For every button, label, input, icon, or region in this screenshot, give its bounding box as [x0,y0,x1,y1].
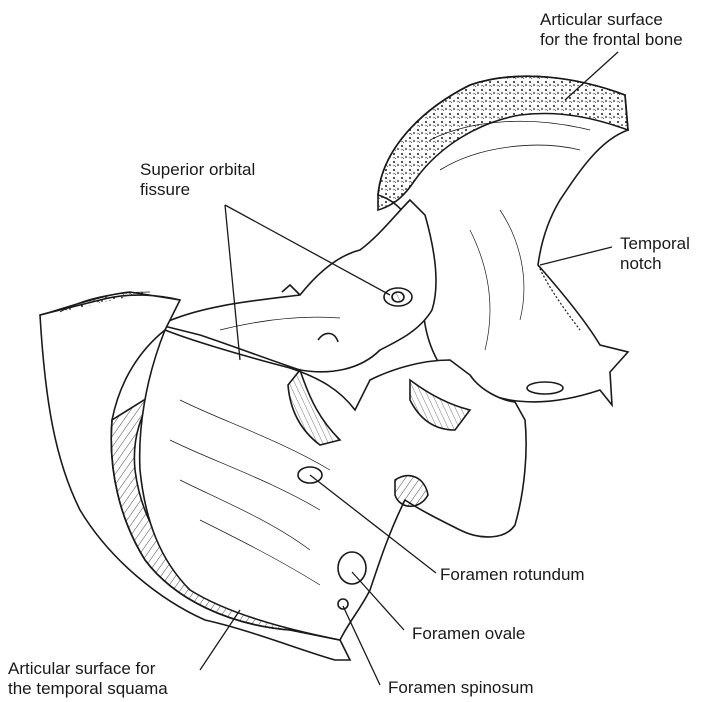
leader-spinosum [343,606,380,685]
label-squama-line2: the temporal squama [8,679,168,699]
label-spinosum-text: Foramen spinosum [388,678,534,698]
label-temporal-squama-surface: Articular surface for the temporal squam… [8,659,168,699]
label-temporal-notch-line1: Temporal [620,234,690,254]
leader-temporal-notch [540,247,612,265]
label-foramen-spinosum: Foramen spinosum [388,678,534,698]
label-rotundum-text: Foramen rotundum [440,565,585,585]
label-frontal-line1: Articular surface [540,10,683,30]
label-foramen-rotundum: Foramen rotundum [440,565,585,585]
label-temporal-notch: Temporal notch [620,234,690,274]
label-frontal-articular-surface: Articular surface for the frontal bone [540,10,683,50]
label-ovale-text: Foramen ovale [412,624,525,644]
label-orbital-line1: Superior orbital [140,160,255,180]
label-superior-orbital-fissure: Superior orbital fissure [140,160,255,200]
label-squama-line1: Articular surface for [8,659,168,679]
label-orbital-line2: fissure [140,180,255,200]
label-temporal-notch-line2: notch [620,254,690,274]
label-foramen-ovale: Foramen ovale [412,624,525,644]
label-frontal-line2: for the frontal bone [540,30,683,50]
